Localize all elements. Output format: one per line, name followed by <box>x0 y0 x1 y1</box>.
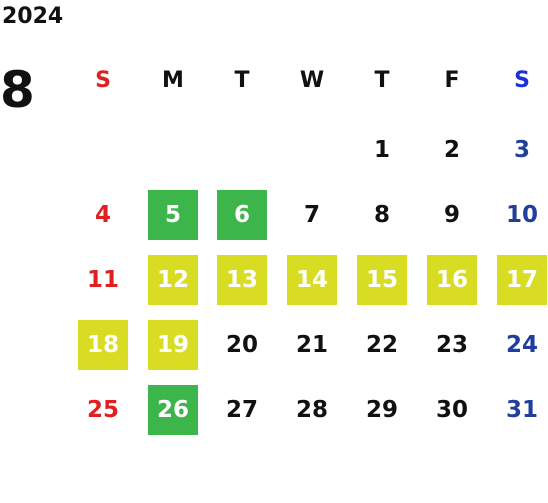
day-cell-4[interactable]: 4 <box>94 202 111 228</box>
day-cell-20[interactable]: 20 <box>225 332 258 358</box>
day-cell-9[interactable]: 9 <box>443 202 460 228</box>
day-cell-23[interactable]: 23 <box>435 332 468 358</box>
day-cell-1[interactable]: 1 <box>373 137 390 163</box>
weekday-tue: T <box>234 68 250 93</box>
day-cell-29[interactable]: 29 <box>365 397 398 423</box>
day-cell-22[interactable]: 22 <box>365 332 398 358</box>
day-cell-3[interactable]: 3 <box>513 137 530 163</box>
day-cell-6[interactable]: 6 <box>217 190 267 240</box>
day-cell-21[interactable]: 21 <box>295 332 328 358</box>
day-cell-30[interactable]: 30 <box>435 397 468 423</box>
day-cell-16[interactable]: 16 <box>427 255 477 305</box>
day-cell-25[interactable]: 25 <box>86 397 119 423</box>
weekday-sat: S <box>514 68 530 93</box>
day-cell-5[interactable]: 5 <box>148 190 198 240</box>
day-cell-7[interactable]: 7 <box>303 202 320 228</box>
day-cell-8[interactable]: 8 <box>373 202 390 228</box>
month-label: 8 <box>0 61 35 119</box>
day-cell-26[interactable]: 26 <box>148 385 198 435</box>
day-cell-27[interactable]: 27 <box>225 397 258 423</box>
day-cell-24[interactable]: 24 <box>505 332 538 358</box>
day-cell-12[interactable]: 12 <box>148 255 198 305</box>
day-cell-31[interactable]: 31 <box>505 397 538 423</box>
day-cell-13[interactable]: 13 <box>217 255 267 305</box>
day-cell-17[interactable]: 17 <box>497 255 547 305</box>
day-cell-2[interactable]: 2 <box>443 137 460 163</box>
day-cell-19[interactable]: 19 <box>148 320 198 370</box>
day-cell-10[interactable]: 10 <box>505 202 538 228</box>
weekday-sun: S <box>95 68 111 93</box>
day-cell-15[interactable]: 15 <box>357 255 407 305</box>
day-cell-28[interactable]: 28 <box>295 397 328 423</box>
weekday-fri: F <box>444 68 460 93</box>
weekday-thu: T <box>374 68 390 93</box>
day-cell-14[interactable]: 14 <box>287 255 337 305</box>
weekday-wed: W <box>299 68 325 93</box>
day-cell-18[interactable]: 18 <box>78 320 128 370</box>
year-label: 2024 <box>2 4 64 29</box>
weekday-mon: M <box>162 68 184 93</box>
day-cell-11[interactable]: 11 <box>86 267 119 293</box>
